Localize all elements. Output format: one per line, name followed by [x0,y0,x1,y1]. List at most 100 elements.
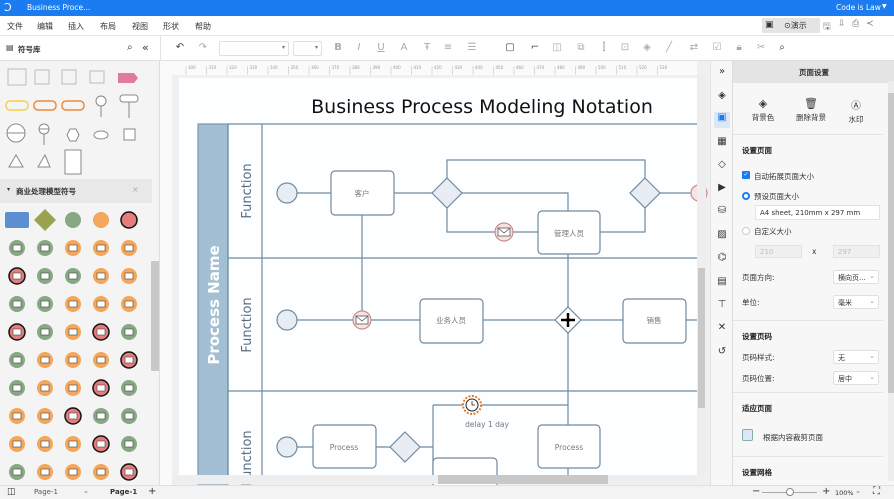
lock-icon[interactable]: 🔒︎ [736,42,742,53]
grid-icon[interactable]: ▦ [717,136,727,147]
group-icon[interactable]: ⧉ [577,42,585,53]
org-chart-icon[interactable]: ⌬ [717,252,727,263]
fit-icon[interactable]: ✕ [717,322,727,333]
task-staff[interactable] [419,298,484,344]
fill-icon[interactable]: ◈ [643,42,651,53]
auto-expand-checkbox[interactable]: ✓ [742,171,750,179]
user-menu[interactable]: Code is Law [836,3,881,12]
download-icon[interactable]: ⇩ [838,19,846,29]
unit-select[interactable]: 毫米⌄ [833,295,879,309]
triangle-shape[interactable] [37,153,51,168]
layers-icon[interactable]: ◇ [718,159,726,170]
chevron-down-icon[interactable]: ▼ [882,3,887,10]
task-process[interactable] [537,424,601,469]
brace-shape[interactable] [7,68,27,86]
image-icon[interactable]: ▨ [717,229,727,240]
orientation-select[interactable]: 横向页...⌄ [833,270,879,284]
font-family-select[interactable]: ▾ [219,41,289,56]
rounded-shape[interactable] [61,100,85,111]
pool-header[interactable] [197,123,229,485]
search-icon[interactable]: ⌕ [127,42,133,53]
textbox-icon[interactable]: ▢ [505,42,515,53]
preset-size-select[interactable]: A4 sheet, 210mm x 297 mm [755,205,880,220]
presentation-icon[interactable]: ▶ [718,182,726,193]
font-size-select[interactable]: ▾ [293,41,322,56]
hexagon-shape[interactable] [66,128,80,142]
expand-icon[interactable]: » [718,66,726,77]
chevron-down-icon[interactable]: ⌄ [83,487,89,495]
diagram-title[interactable]: Business Process Modeling Notation [311,96,653,118]
database-icon[interactable]: ⛁ [717,205,727,216]
chevron-down-icon[interactable]: ⌄ [855,487,861,495]
page-tab[interactable]: Page-1 [110,488,138,496]
bracket-shape[interactable] [34,69,50,85]
exclusive-gateway[interactable] [431,177,463,209]
spacing-icon[interactable]: ☰ [467,42,477,53]
presenter-icon[interactable]: ▣ [765,20,774,30]
zoom-level[interactable]: 100% [835,489,854,497]
align-icon[interactable]: ≡ [443,42,453,53]
bpmn-symbol[interactable] [65,212,81,228]
fullscreen-icon[interactable]: ⛶ [873,486,880,497]
height-input[interactable]: 297 [833,245,880,258]
page-panel-icon[interactable]: ◫ [7,487,16,497]
bpmn-symbol[interactable] [34,209,56,231]
container-icon[interactable]: ◫ [552,42,562,53]
text-style-icon[interactable]: Ŧ [423,42,431,53]
watermark-button[interactable]: Ⓐ 水印 [841,97,871,125]
bracket-shape[interactable] [61,69,77,85]
section-header[interactable]: ▾ 商业处理模型符号 × [0,179,152,203]
crop-page-button[interactable]: 根据内容裁剪页面 [763,433,823,442]
crop-page-icon[interactable] [742,429,753,441]
find-icon[interactable]: ⌕ [779,42,785,53]
pool[interactable] [197,123,697,485]
present-button[interactable]: ⊙演示 [784,21,807,30]
page-settings-icon[interactable]: ▣ [714,112,730,128]
exclusive-gateway[interactable] [389,431,421,463]
zoom-in-icon[interactable]: + [822,486,831,497]
menu-view[interactable]: 视图 [132,22,148,31]
square-shape[interactable] [123,128,136,141]
start-event[interactable] [276,309,298,331]
tools-icon[interactable]: ✂ [756,42,766,53]
menu-help[interactable]: 帮助 [195,22,211,31]
list-shape[interactable] [64,149,82,175]
brace-shape[interactable] [89,70,105,84]
triangle-shape[interactable] [8,154,24,168]
preset-size-radio[interactable] [742,192,750,200]
format-icon[interactable]: ⊤ [717,299,727,310]
menu-layout[interactable]: 布局 [100,22,116,31]
menu-edit[interactable]: 编辑 [37,22,53,31]
custom-size-radio[interactable] [742,227,750,235]
connector-icon[interactable]: ⌐ [530,42,540,53]
horizontal-scrollbar[interactable] [172,475,697,484]
menu-shape[interactable]: 形状 [163,22,179,31]
task-customer[interactable] [330,170,395,216]
zoom-out-icon[interactable]: − [752,486,761,497]
add-page-icon[interactable]: + [148,486,157,497]
align-left-icon[interactable]: ⫿ [602,42,606,53]
bold-icon[interactable]: B [334,42,342,53]
distribute-icon[interactable]: ⊡ [620,42,630,53]
font-color-icon[interactable]: A [400,42,408,53]
start-event[interactable] [276,182,298,204]
task-sales[interactable] [622,298,687,344]
rounded-shape[interactable] [33,100,57,111]
undo-icon[interactable]: ↶ [175,42,185,53]
italic-icon[interactable]: I [357,42,361,53]
history-icon[interactable]: ↺ [717,346,727,357]
share-icon[interactable]: ≺ [866,19,874,29]
fill-icon[interactable]: ◈ [718,90,726,101]
zoom-slider-handle[interactable] [785,488,794,496]
close-icon[interactable]: × [132,185,139,194]
bpmn-symbol[interactable] [5,212,29,228]
task-process[interactable] [312,424,377,469]
ellipse-shape[interactable] [93,130,109,140]
bpmn-symbol[interactable] [120,211,138,229]
task-manager[interactable] [537,210,601,255]
pin-shape[interactable] [119,94,139,103]
menu-file[interactable]: 文件 [7,22,23,31]
tag-shape[interactable] [118,73,138,83]
